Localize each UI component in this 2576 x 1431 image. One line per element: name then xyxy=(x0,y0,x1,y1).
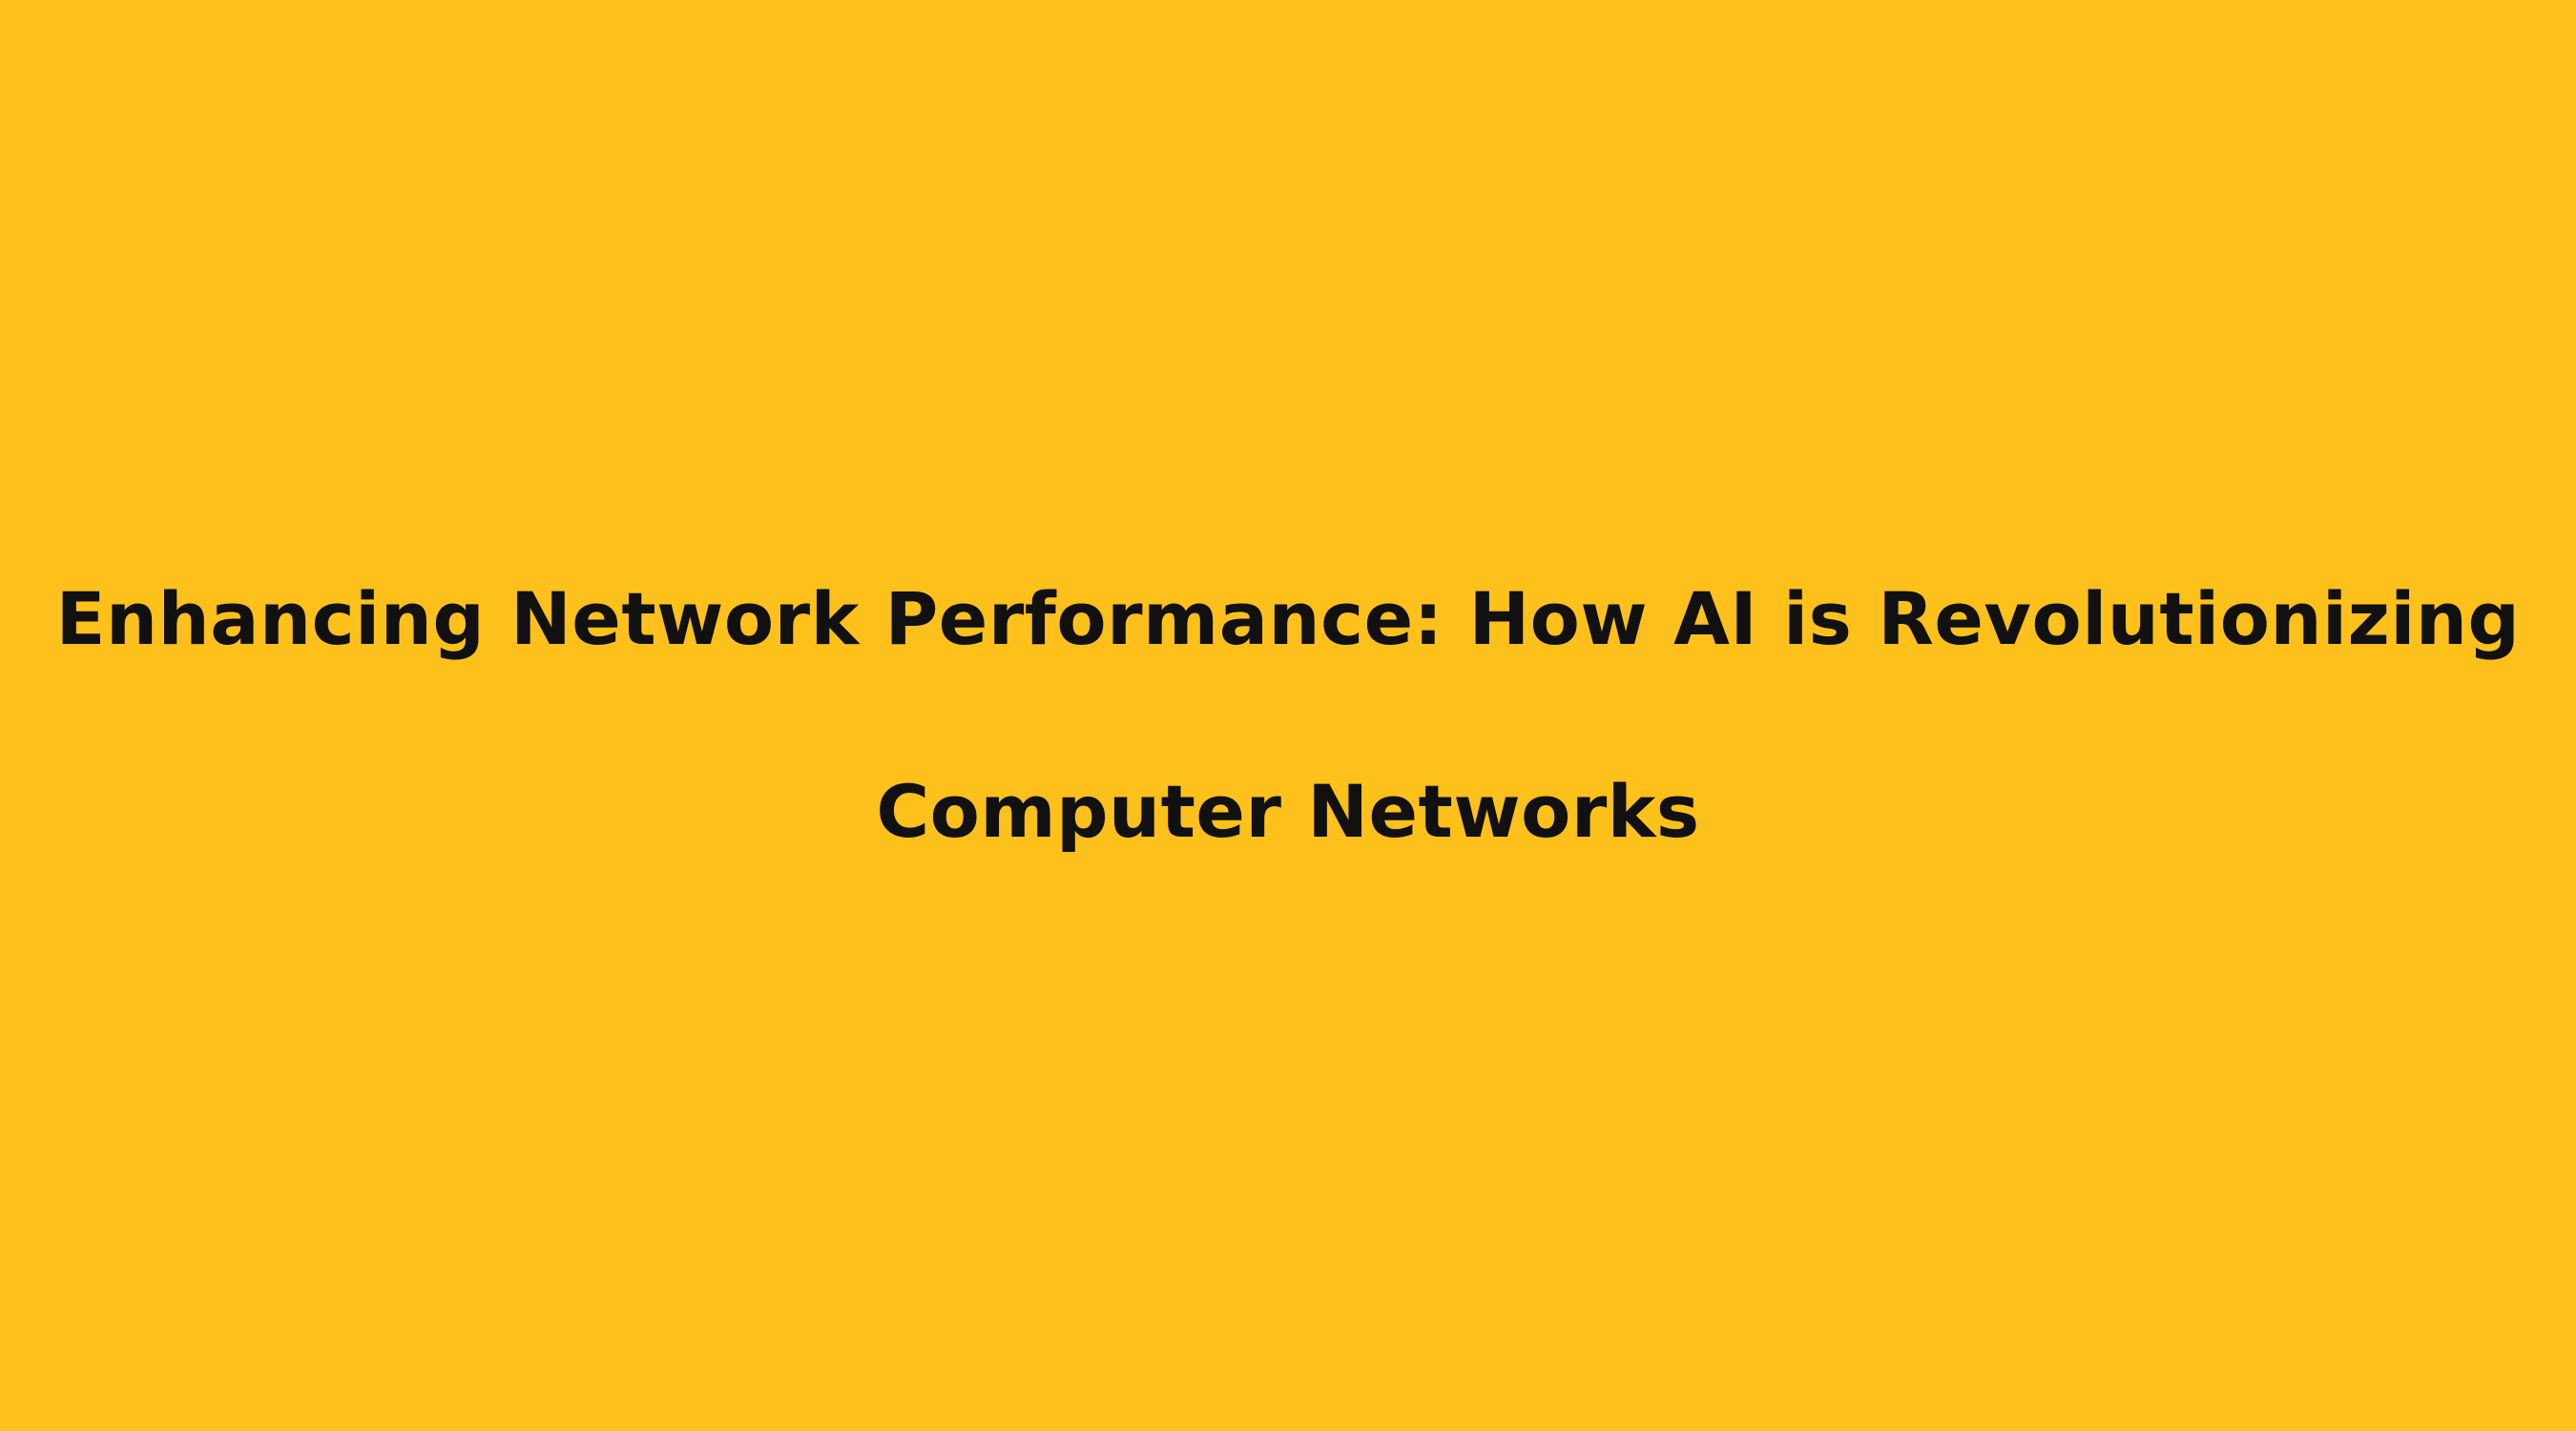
page-title: Enhancing Network Performance: How AI is… xyxy=(10,523,2566,908)
title-line-1: Enhancing Network Performance: How AI is… xyxy=(55,576,2521,661)
title-line-2: Computer Networks xyxy=(876,769,1700,854)
